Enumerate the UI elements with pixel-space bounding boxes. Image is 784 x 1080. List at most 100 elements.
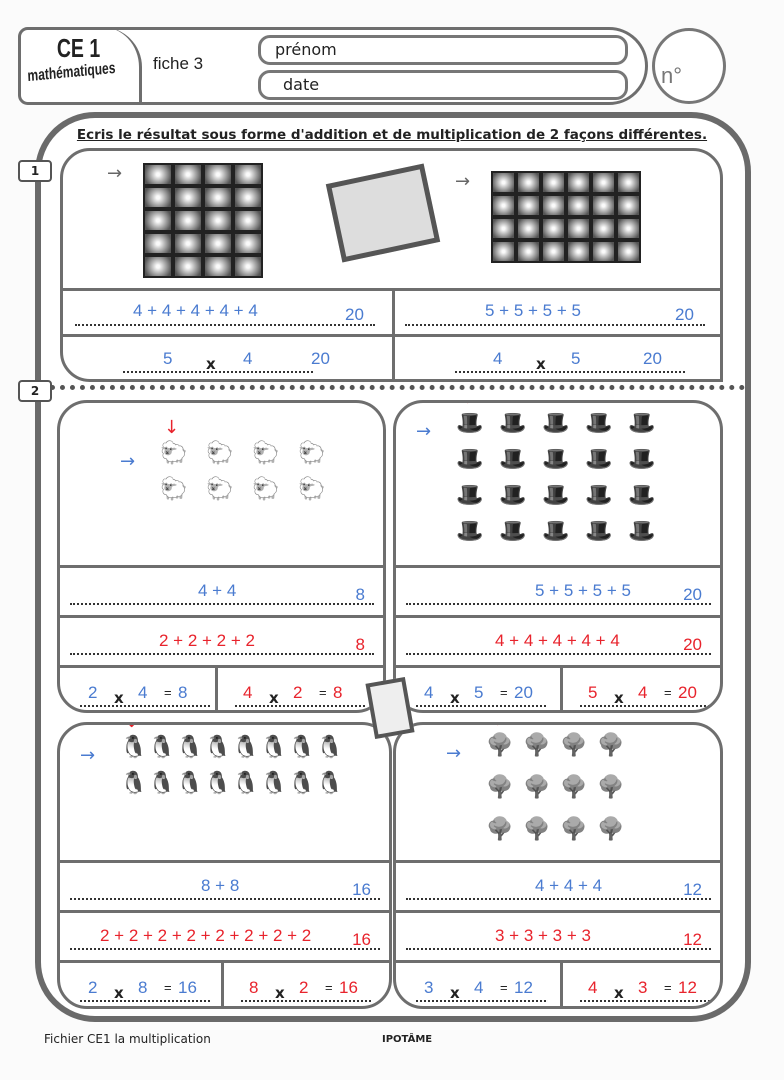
chocolate-square xyxy=(491,171,516,194)
level: CE 1 xyxy=(56,33,101,63)
character-icon: 🎩 xyxy=(456,483,484,508)
character-icon: 🎩 xyxy=(585,483,613,508)
chocolate-square xyxy=(616,194,641,217)
character-icon: 🐑 xyxy=(206,477,234,502)
character-icon: 🐧 xyxy=(120,735,148,760)
character-icon: 🌳 xyxy=(486,775,514,800)
character-icon: 🐑 xyxy=(252,477,280,502)
character-icon: 🎩 xyxy=(456,447,484,472)
character-icon: 🎩 xyxy=(585,519,613,544)
factor: 5 xyxy=(163,349,173,368)
character-icon: 🐑 xyxy=(160,477,188,502)
character-icon: 🌳 xyxy=(560,775,588,800)
chocolate-square xyxy=(233,255,263,278)
character-icon: 🌳 xyxy=(597,733,625,758)
level-badge: CE 1 mathématiques xyxy=(18,27,142,105)
character-icon: 🎩 xyxy=(628,483,656,508)
character-icon: 🐧 xyxy=(148,735,176,760)
times-sign: x xyxy=(275,984,285,1002)
factor: 3 xyxy=(424,978,434,997)
chocolate-square xyxy=(541,240,566,263)
character-icon: 🐑 xyxy=(160,441,188,466)
section-2-label: 2 xyxy=(18,380,52,402)
arrow-down-icon: ↓ xyxy=(124,725,139,732)
date-field[interactable]: date xyxy=(258,70,628,100)
addition-result: 20 xyxy=(675,305,694,324)
addition-result: 20 xyxy=(345,305,364,324)
chocolate-square xyxy=(541,194,566,217)
chocolate-square xyxy=(616,217,641,240)
factor: 4 xyxy=(493,349,503,368)
arrow-down-icon: ↓ xyxy=(460,403,475,408)
chocolate-grid-right xyxy=(491,171,641,263)
number-field[interactable]: n° xyxy=(652,28,726,104)
footer-left: Fichier CE1 la multiplication xyxy=(44,1032,211,1046)
chocolate-square xyxy=(143,232,173,255)
factor: 2 xyxy=(88,978,98,997)
product: 20 xyxy=(678,683,697,702)
character-icon: 🐧 xyxy=(176,735,204,760)
chocolate-square xyxy=(203,209,233,232)
times-sign: x xyxy=(614,689,624,707)
character-icon: 🐧 xyxy=(288,771,316,796)
factor: 3 xyxy=(638,978,648,997)
factor: 5 xyxy=(571,349,581,368)
first-name-field[interactable]: prénom xyxy=(258,35,628,65)
footer-brand: IPOTÂME xyxy=(382,1034,433,1045)
equals-sign: = xyxy=(325,980,333,995)
character-icon: 🌳 xyxy=(523,775,551,800)
chocolate-square xyxy=(173,163,203,186)
character-icon: 🎩 xyxy=(456,519,484,544)
chocolate-square xyxy=(566,194,591,217)
product: 16 xyxy=(178,978,197,997)
character-icon: 🎩 xyxy=(542,447,570,472)
character-icon: 🎩 xyxy=(499,483,527,508)
character-icon: 🌳 xyxy=(486,817,514,842)
arrow-icon: → xyxy=(416,421,432,442)
chocolate-square xyxy=(203,186,233,209)
factor: 4 xyxy=(243,349,253,368)
section-divider xyxy=(40,385,745,390)
factor: 2 xyxy=(299,978,309,997)
factor: 5 xyxy=(474,683,484,702)
character-icon: 🐧 xyxy=(288,735,316,760)
addition-answer: 8 + 8 xyxy=(201,876,240,895)
chocolate-square xyxy=(516,171,541,194)
chocolate-square xyxy=(616,171,641,194)
times-sign: x xyxy=(614,984,624,1002)
character-icon: 🎩 xyxy=(542,519,570,544)
chocolate-square xyxy=(143,255,173,278)
factor: 4 xyxy=(588,978,598,997)
chocolate-square xyxy=(233,163,263,186)
character-icon: 🎩 xyxy=(499,447,527,472)
addition-result: 8 xyxy=(355,635,365,654)
section-1-label: 1 xyxy=(18,160,52,182)
character-icon: 🌳 xyxy=(560,733,588,758)
character-icon: 🎩 xyxy=(628,447,656,472)
product: 8 xyxy=(178,683,188,702)
chocolate-square xyxy=(143,163,173,186)
character-icon: 🌳 xyxy=(597,775,625,800)
factor: 2 xyxy=(88,683,98,702)
character-icon: 🌳 xyxy=(597,817,625,842)
factor: 4 xyxy=(424,683,434,702)
character-icon: 🐧 xyxy=(204,735,232,760)
equals-sign: = xyxy=(664,685,672,700)
arrow-icon: → xyxy=(80,745,96,766)
product: 8 xyxy=(333,683,343,702)
arrow-down-icon: ↓ xyxy=(490,725,505,730)
addition-result: 12 xyxy=(683,930,702,949)
character-icon: 🌳 xyxy=(523,817,551,842)
chocolate-square xyxy=(566,240,591,263)
addition-result: 16 xyxy=(352,930,371,949)
character-icon: 🎩 xyxy=(542,411,570,436)
factor: 4 xyxy=(138,683,148,702)
chocolate-square xyxy=(143,209,173,232)
chocolate-square xyxy=(516,217,541,240)
character-icon: 🎩 xyxy=(628,519,656,544)
character-icon: 🎩 xyxy=(499,519,527,544)
factor: 4 xyxy=(474,978,484,997)
